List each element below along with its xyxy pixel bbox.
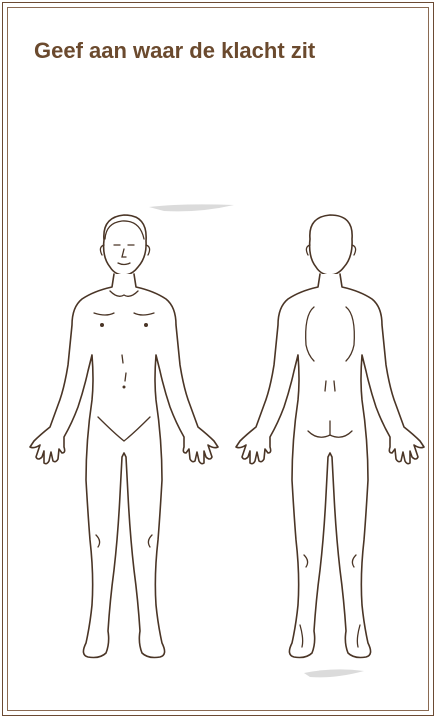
page-title: Geef aan waar de klacht zit (34, 38, 315, 64)
human-body-back-icon[interactable] (236, 215, 424, 658)
top-shadow (149, 204, 234, 211)
human-body-front-icon[interactable] (30, 215, 218, 658)
body-figures (14, 195, 430, 690)
bottom-shadow (304, 669, 364, 677)
body-diagram (14, 195, 430, 690)
